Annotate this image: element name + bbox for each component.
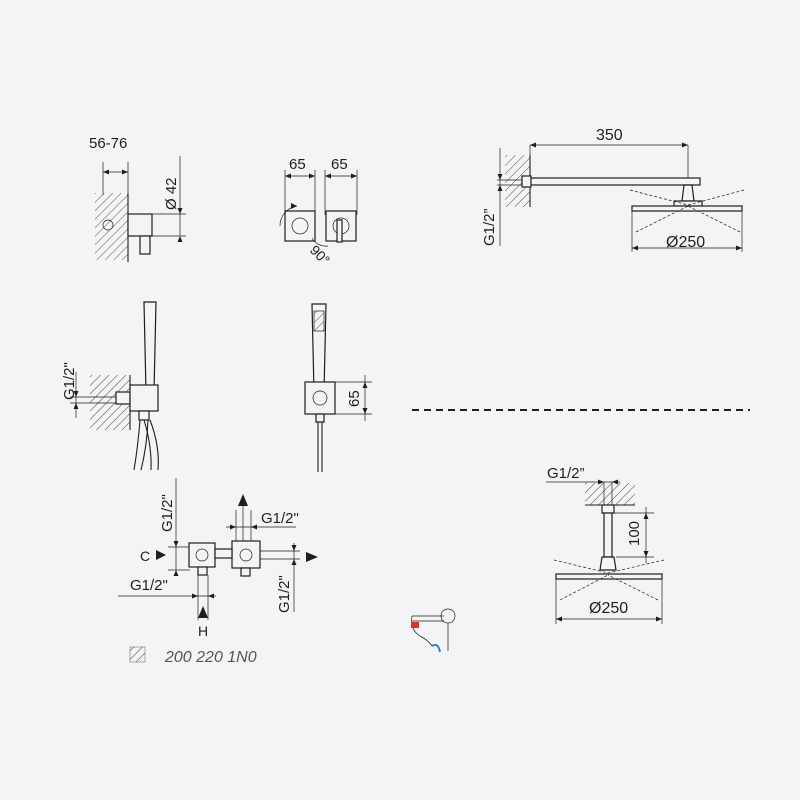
outlet-side-view: 56-76 Ø 42 [89,135,186,262]
label-c: C [140,548,150,564]
hatch-swatch-icon [129,646,146,663]
wall-depth-label: 56-76 [89,135,127,152]
thread-valve-top-label: G1/2" [159,494,176,532]
rotation-label: 90° [307,242,333,268]
thread-valve-right-label: G1/2" [276,575,293,613]
thread-ceiling-label: G1/2” [547,465,585,482]
hand-shower-front-view: 65 [304,303,372,472]
height-100-label: 100 [626,521,643,546]
width-65-label-b: 65 [331,156,348,173]
width-65-label-a: 65 [289,156,306,173]
thread-valve-left-label: G1/2" [130,577,168,594]
diameter-250-wall-label: Ø250 [666,234,705,251]
diameter-250-ceiling-label: Ø250 [589,600,628,617]
product-code-block: 200 220 1N0 [129,646,257,666]
valve-body-view: G1/2" G1/2" C G1/2" G1/2" H [118,478,318,639]
ceiling-shower-view: G1/2” 100 Ø250 [546,465,665,624]
label-h: H [198,623,208,639]
arm-length-label: 350 [596,127,623,144]
wall-shower-view: 350 G1/2” Ø250 [481,127,745,252]
product-code: 200 220 1N0 [164,649,257,666]
diameter-42-label: Ø 42 [163,177,180,210]
thread-valve-right-top-label: G1/2" [261,510,299,527]
control-plates-view: 65 65 90° [279,156,358,268]
mixer-icon [411,608,456,653]
height-65-label: 65 [346,390,363,407]
thread-holder-label: G1/2" [61,362,78,400]
hand-shower-side-view: G1/2" [61,301,159,471]
thread-head-label: G1/2” [481,208,498,246]
